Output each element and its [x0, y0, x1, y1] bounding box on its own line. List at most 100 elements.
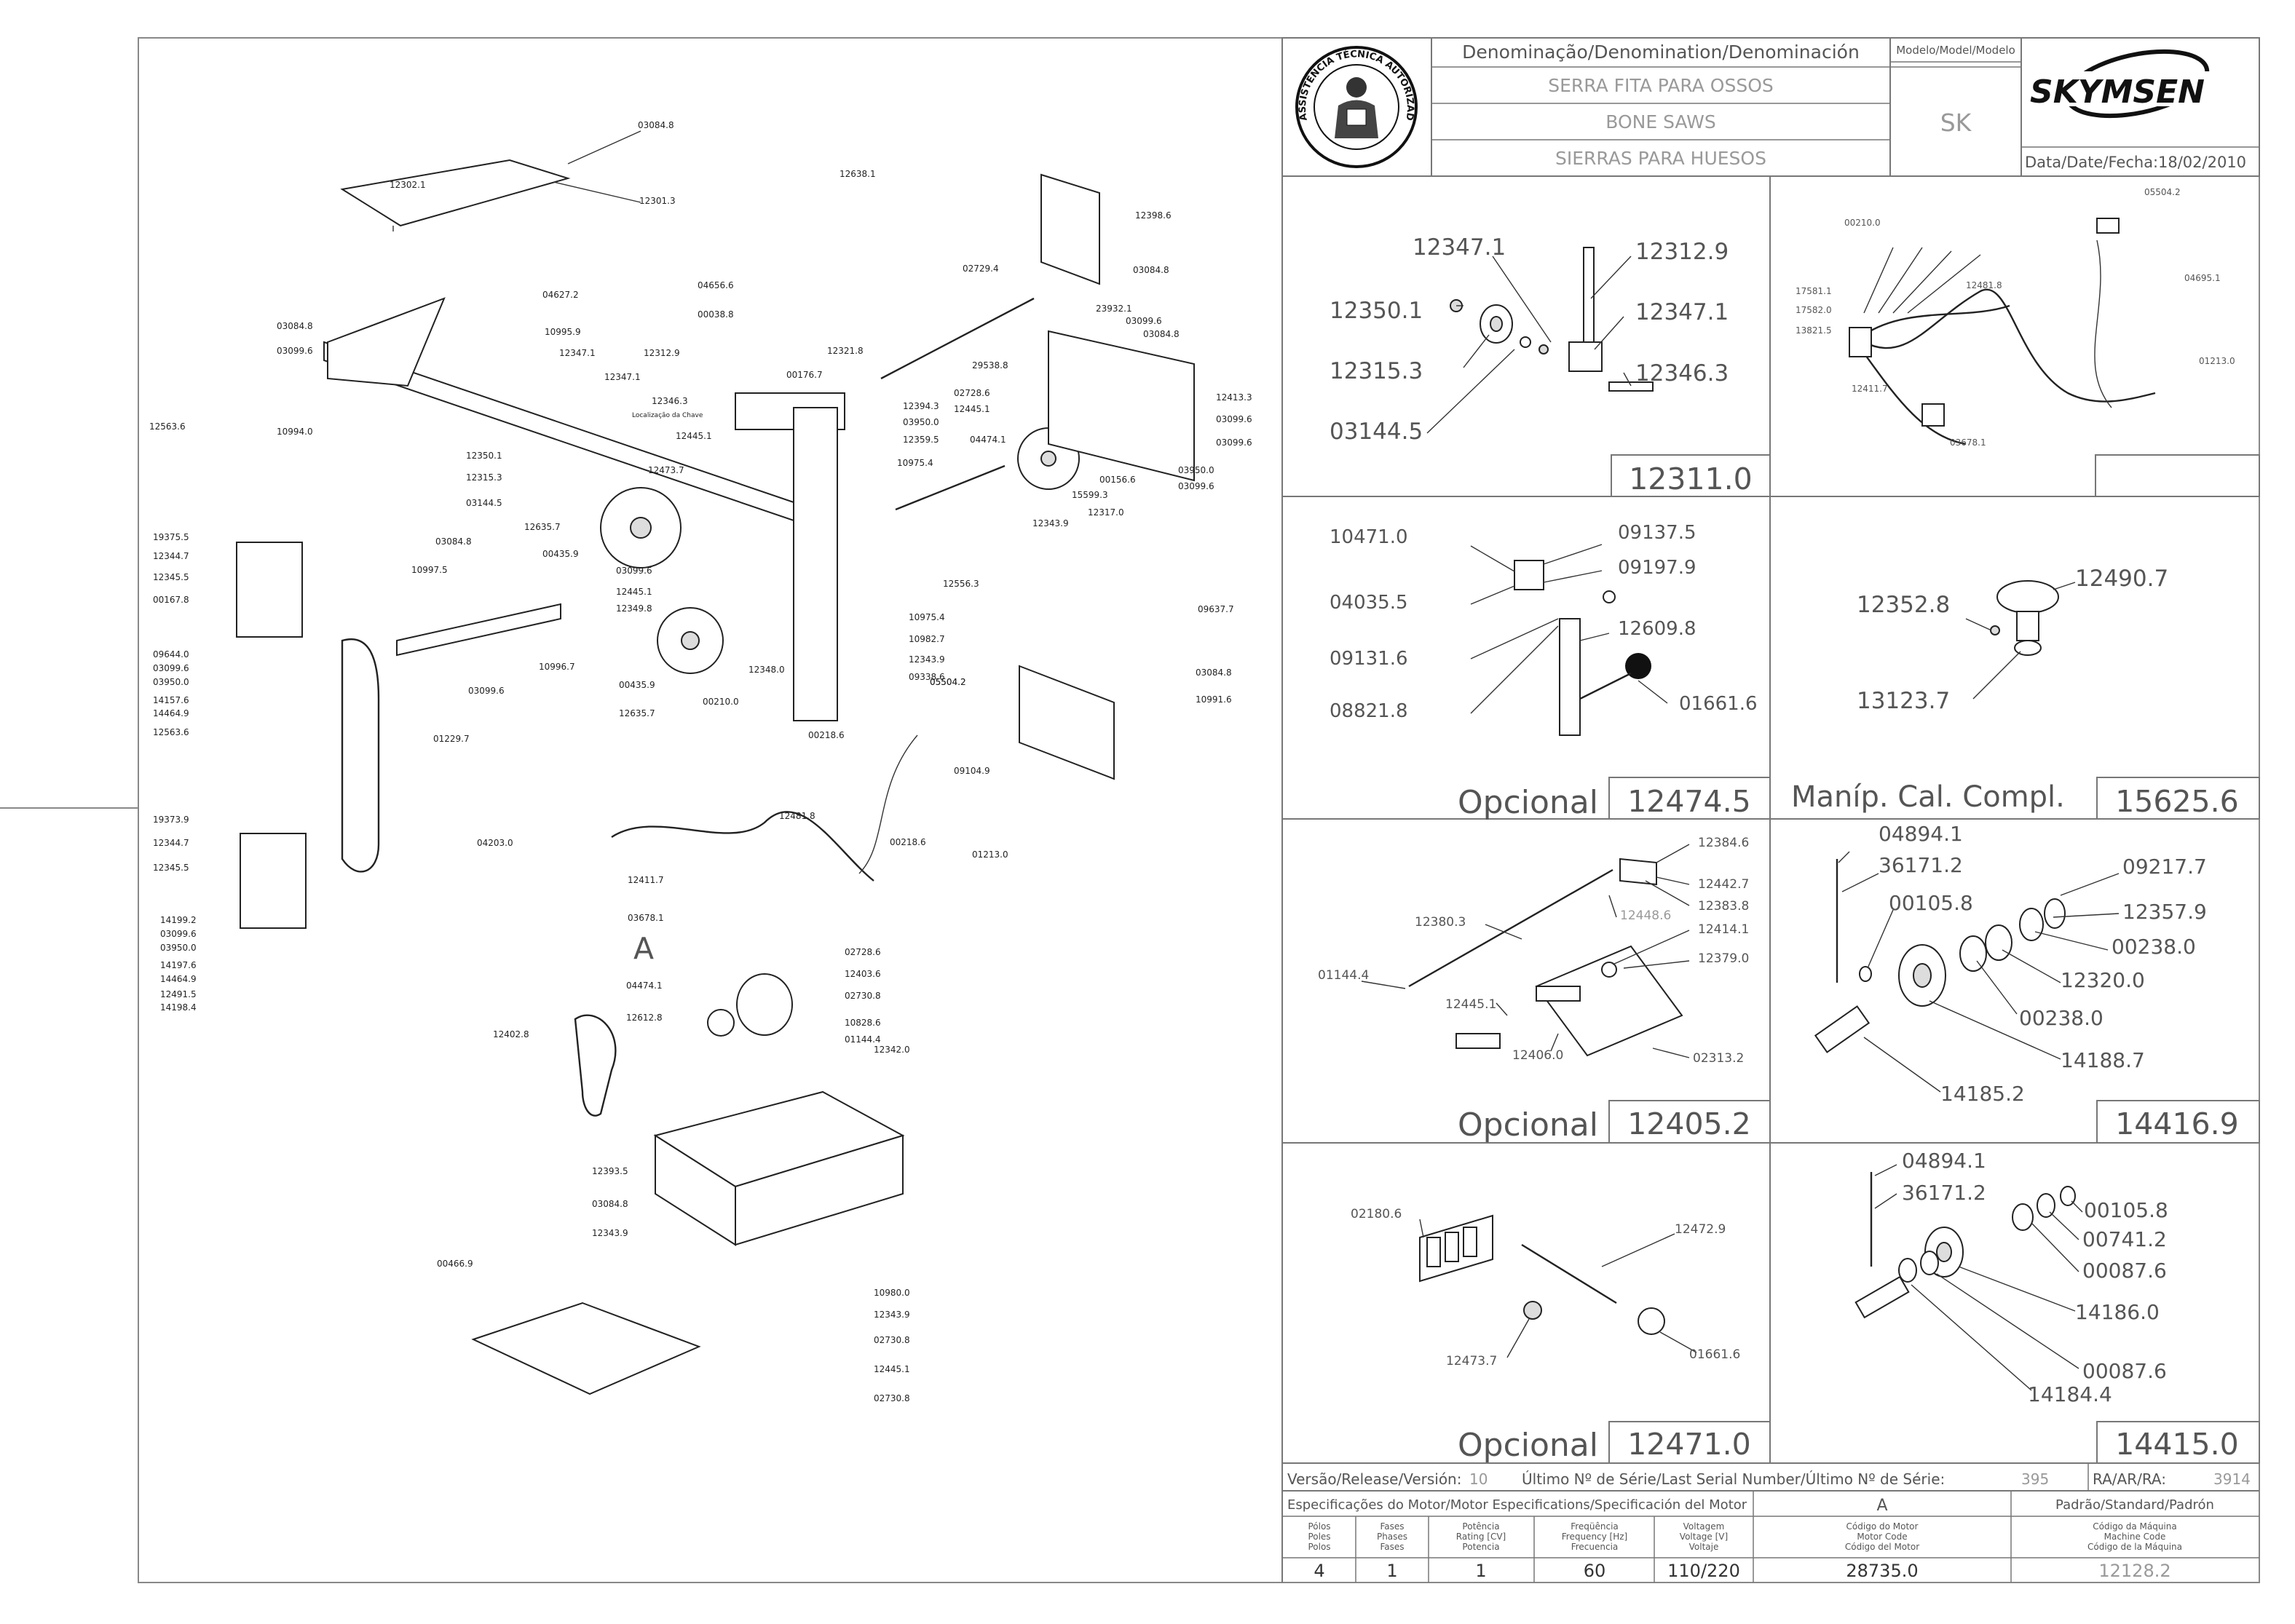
- spec-column-label: Potencia: [1462, 1542, 1499, 1552]
- callout: 13123.7: [1857, 688, 1950, 714]
- callout: 13821.5: [1796, 325, 1832, 336]
- standard-label: Padrão/Standard/Padrón: [2055, 1497, 2214, 1513]
- part-callout: 10991.6: [1196, 694, 1232, 705]
- part-callout: 12345.5: [153, 863, 189, 873]
- part-callout: 10994.0: [277, 427, 313, 437]
- part-callout: 14464.9: [153, 708, 189, 718]
- poles-value: 4: [1314, 1561, 1324, 1581]
- part-callout: 02730.8: [845, 991, 881, 1001]
- motor-code-letter: A: [1876, 1497, 1887, 1515]
- spec-column-label: Freqüência: [1571, 1521, 1619, 1532]
- part-callout: 00466.9: [437, 1259, 473, 1269]
- callout: 09137.5: [1618, 522, 1696, 544]
- panel-code: 12311.0: [1629, 462, 1753, 496]
- callout: 01661.6: [1689, 1347, 1740, 1362]
- callout: 00087.6: [2082, 1359, 2167, 1383]
- panel-title: Opcional: [1458, 784, 1598, 821]
- part-callout: 02730.8: [874, 1335, 910, 1345]
- part-callout: 03084.8: [592, 1199, 628, 1209]
- callout: 12442.7: [1698, 877, 1749, 892]
- panel-14415-shaft: 14415.0 04894.1 36171.2 00105.8 00741.2 …: [1854, 1149, 2260, 1464]
- callout: 08821.8: [1330, 700, 1408, 722]
- callout: 12445.1: [1445, 997, 1496, 1012]
- part-callout: 19375.5: [153, 532, 189, 542]
- callout: 12347.1: [1635, 299, 1729, 325]
- callout: 01213.0: [2199, 356, 2235, 366]
- callout: 00210.0: [1844, 218, 1881, 228]
- part-callout: 15599.3: [1072, 490, 1108, 500]
- part-callout: 02728.6: [845, 947, 881, 957]
- part-callout: 00210.0: [703, 697, 739, 707]
- part-callout: 05504.2: [930, 677, 966, 687]
- part-callout: 03084.8: [277, 321, 313, 331]
- panel-code: 14415.0: [2115, 1427, 2239, 1462]
- part-callout: 29538.8: [972, 360, 1008, 371]
- spec-column-label: Frequency [Hz]: [1562, 1532, 1628, 1542]
- motor-code-value: 28735.0: [1846, 1561, 1918, 1581]
- voltage-value: 110/220: [1667, 1561, 1740, 1581]
- part-callout: 12343.9: [874, 1310, 910, 1320]
- part-callout: 12638.1: [840, 169, 876, 179]
- spec-column-label: Polos: [1308, 1542, 1330, 1552]
- part-callout: 03950.0: [1178, 465, 1214, 475]
- part-callout: 14464.9: [160, 974, 197, 984]
- part-callout: 10995.9: [545, 327, 581, 337]
- part-callout: 03099.6: [277, 346, 313, 356]
- callout: 04035.5: [1330, 592, 1408, 614]
- panel-wiring-harness: 05504.2 00210.0 04695.1 12481.8 17581.1 …: [1796, 187, 2260, 497]
- part-callout: 10975.4: [897, 458, 933, 468]
- part-callout: 00167.8: [153, 595, 189, 605]
- title-block-header: Denominação/Denomination/Denominación Mo…: [0, 0, 2260, 177]
- callout: 12380.3: [1415, 915, 1466, 930]
- part-callout: 12445.1: [874, 1364, 910, 1374]
- part-callout: 12635.7: [619, 708, 655, 718]
- panel-code: 14416.9: [2115, 1106, 2239, 1141]
- callout: 09131.6: [1330, 648, 1408, 670]
- seal-text: ASSISTÊNCIA TÉCNICA AUTORIZADA: [0, 0, 1415, 122]
- part-callout: 12445.1: [676, 431, 712, 441]
- callout: 14186.0: [2075, 1300, 2160, 1324]
- callout: 36171.2: [1879, 853, 1963, 877]
- callout: 12357.9: [2122, 900, 2207, 924]
- spec-column-label: Poles: [1308, 1532, 1330, 1542]
- part-callout: 09644.0: [153, 649, 189, 659]
- serial-value: 395: [2021, 1470, 2049, 1488]
- part-callout: 12445.1: [954, 404, 990, 414]
- spec-column-label: Motor Code: [1857, 1532, 1907, 1542]
- part-callout: 00176.7: [786, 370, 823, 380]
- rating-value: 1: [1475, 1561, 1486, 1581]
- callout: 00105.8: [2084, 1198, 2168, 1222]
- callout: 05504.2: [2144, 187, 2181, 197]
- part-callout: 12321.8: [827, 346, 864, 356]
- callout: 00238.0: [2019, 1006, 2104, 1030]
- callout: 12315.3: [1330, 358, 1423, 384]
- callout: 04695.1: [2184, 273, 2221, 283]
- part-callout: 12343.9: [909, 654, 945, 665]
- part-callout: 12344.7: [153, 551, 189, 561]
- spec-column-label: Voltaje: [1689, 1542, 1719, 1552]
- brand-name: SKYMSEN: [2030, 74, 2205, 111]
- part-callout: 14197.6: [160, 960, 197, 970]
- part-callout: 05504.2: [930, 677, 966, 687]
- callout: 12352.8: [1857, 592, 1950, 618]
- part-callout: 03099.6: [468, 686, 505, 696]
- part-callout: 12346.3: [652, 396, 688, 406]
- exploded-view-drawing: [236, 130, 1195, 1395]
- callout: 04894.1: [1902, 1149, 1986, 1173]
- date-value: 18/02/2010: [2158, 154, 2246, 171]
- callout: 12347.1: [1413, 234, 1506, 261]
- spec-column-label: Código del Motor: [1845, 1542, 1919, 1552]
- part-callout: 04474.1: [970, 435, 1006, 445]
- part-callout: 09338.6: [909, 672, 945, 682]
- part-callout: 10975.4: [909, 612, 945, 622]
- version-label: Versão/Release/Versión:: [1287, 1470, 1461, 1488]
- callout: 02180.6: [1351, 1207, 1402, 1221]
- spec-column-label: Potência: [1462, 1521, 1499, 1532]
- product-name-en: BONE SAWS: [1605, 111, 1716, 132]
- phases-value: 1: [1386, 1561, 1397, 1581]
- part-callout: 12347.1: [604, 372, 641, 382]
- part-callout: 12342.0: [874, 1045, 910, 1055]
- product-name-es: SIERRAS PARA HUESOS: [1555, 148, 1766, 169]
- callout: 17581.1: [1796, 286, 1832, 296]
- date-label: Data/Date/Fecha:: [2025, 154, 2158, 171]
